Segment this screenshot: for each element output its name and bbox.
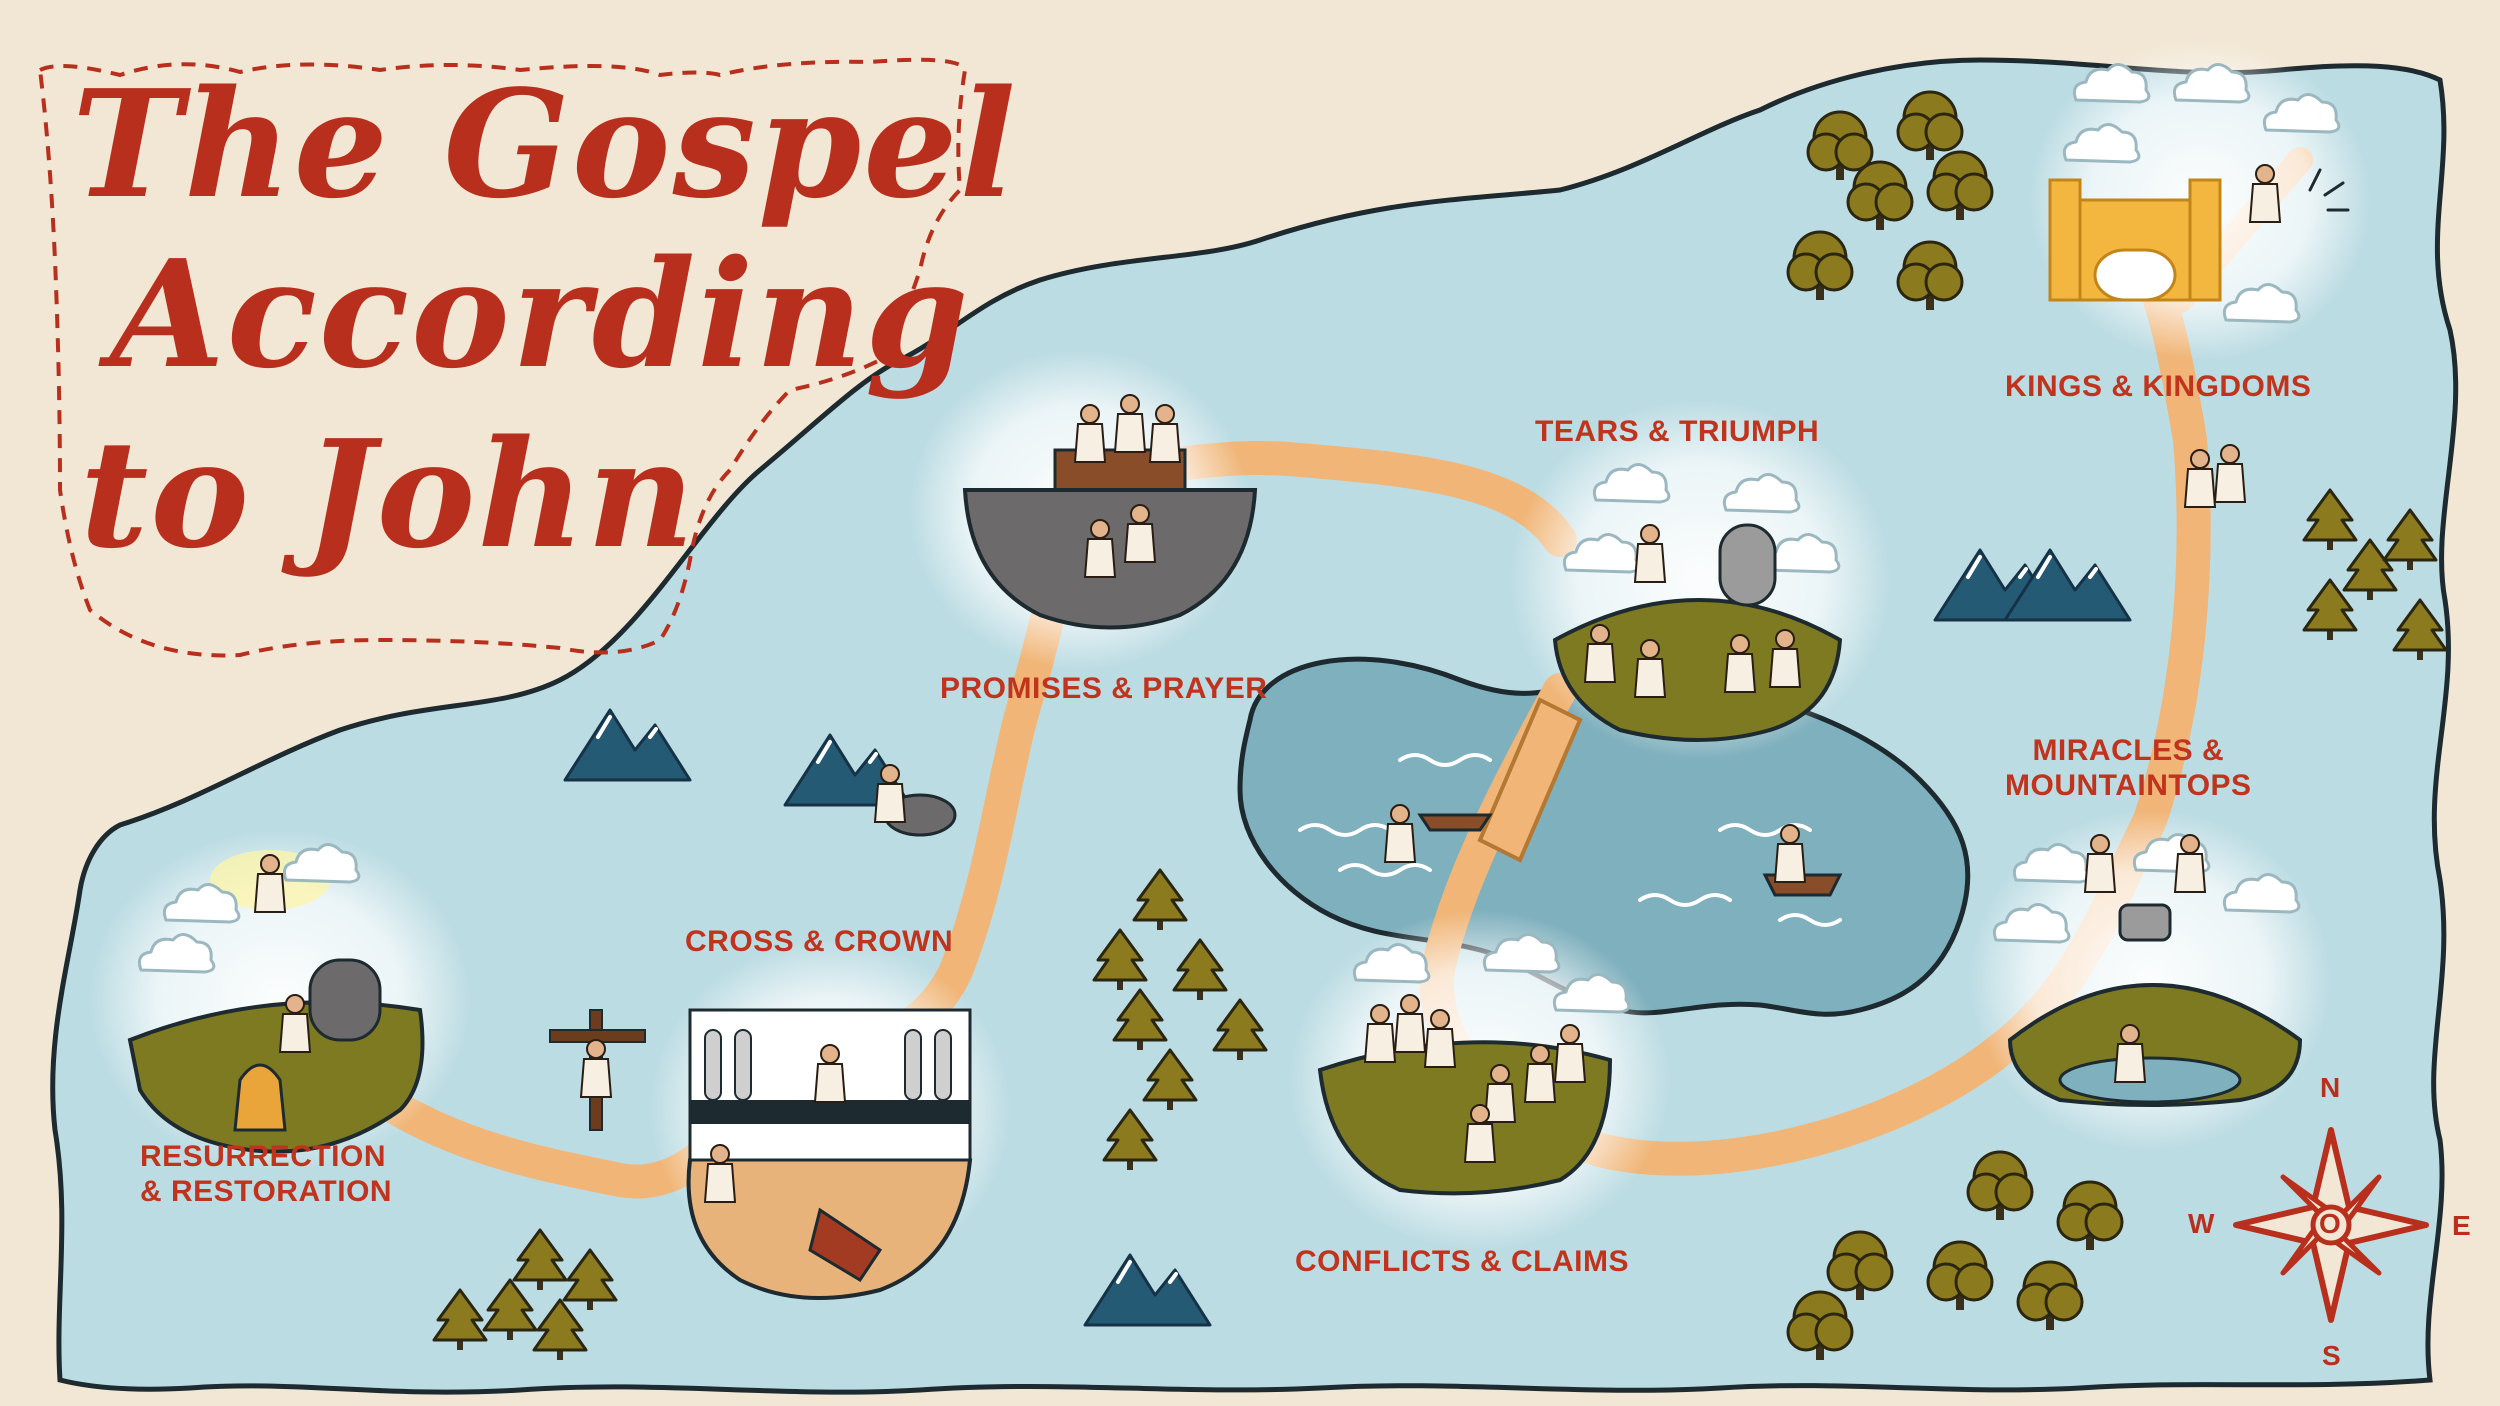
compass-rose bbox=[2233, 1127, 2429, 1323]
label-cross: CROSS & CROWN bbox=[685, 925, 953, 960]
label-promises: PROMISES & PRAYER bbox=[940, 672, 1267, 707]
crucifix bbox=[549, 1009, 646, 1131]
lake-figures bbox=[1384, 804, 1843, 897]
label-resurrection: RESURRECTION & RESTORATION bbox=[140, 1140, 392, 1209]
label-tears: TEARS & TRIUMPH bbox=[1535, 415, 1819, 450]
label-tears-line1: TEARS & TRIUMPH bbox=[1535, 415, 1820, 448]
label-conflicts-line1: CONFLICTS & CLAIMS bbox=[1295, 1245, 1629, 1278]
label-conflicts: CONFLICTS & CLAIMS bbox=[1295, 1245, 1629, 1280]
label-miracles: MIRACLES & MOUNTAINTOPS bbox=[2005, 734, 2252, 803]
compass-south: S bbox=[2322, 1340, 2341, 1371]
scene-kings bbox=[2048, 62, 2350, 508]
title-line-2: According bbox=[110, 227, 971, 401]
compass-east: E bbox=[2452, 1210, 2471, 1241]
label-cross-line1: CROSS & CROWN bbox=[685, 925, 954, 958]
scene-promises bbox=[962, 394, 1258, 630]
scene-resurrection bbox=[127, 842, 425, 1154]
scene-conflicts bbox=[1317, 932, 1631, 1196]
compass-west: W bbox=[2188, 1208, 2215, 1239]
label-resurrection-line1: RESURRECTION bbox=[140, 1140, 387, 1173]
label-kings: KINGS & KINGDOMS bbox=[2005, 370, 2311, 405]
label-miracles-line2: MOUNTAINTOPS bbox=[2005, 768, 2252, 802]
bridge bbox=[1477, 697, 1583, 863]
label-miracles-line1: MIRACLES & bbox=[2032, 734, 2225, 767]
label-promises-line1: PROMISES & PRAYER bbox=[940, 672, 1268, 705]
praying-figure bbox=[874, 764, 957, 837]
label-kings-line1: KINGS & KINGDOMS bbox=[2005, 370, 2312, 403]
compass-center: O bbox=[2319, 1208, 2341, 1239]
compass-north: N bbox=[2320, 1072, 2341, 1103]
title-line-1: The Gospel bbox=[72, 57, 1018, 231]
lake-waves bbox=[1298, 753, 1842, 927]
title-line-3: to John bbox=[80, 407, 697, 581]
label-resurrection-line2: & RESTORATION bbox=[140, 1174, 393, 1208]
scene-cross bbox=[686, 1008, 973, 1300]
scene-tears bbox=[1552, 462, 1843, 742]
scene-miracles bbox=[1992, 832, 2303, 1107]
